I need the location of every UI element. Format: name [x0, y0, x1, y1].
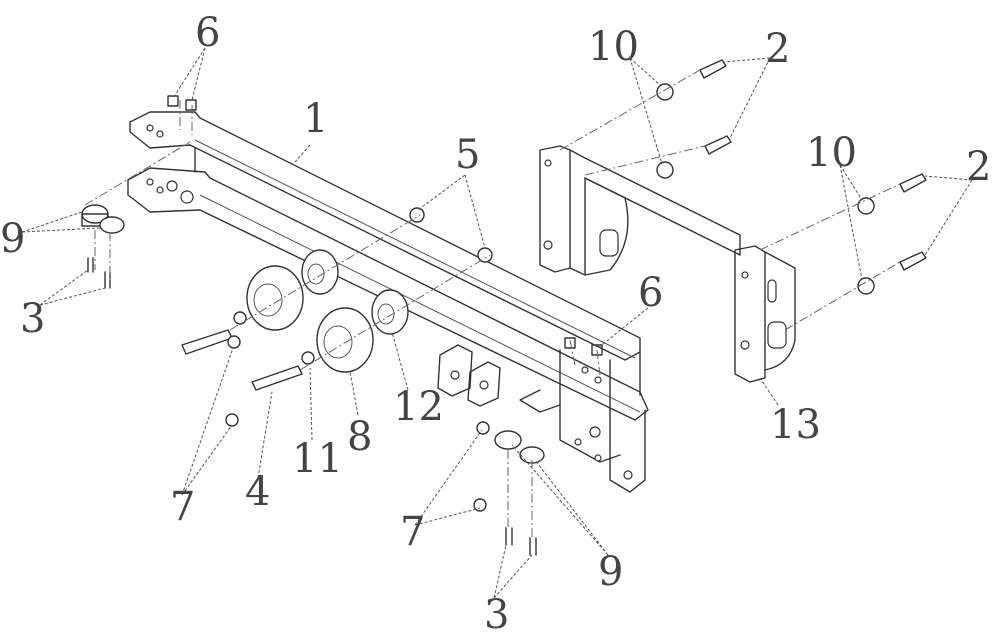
- callout-8: 8: [347, 414, 372, 460]
- callout-7-bottom: 7: [400, 509, 425, 555]
- callout-9-left: 9: [0, 216, 25, 262]
- callout-labels: 6 1 10 2 5 10 2 9 3 6 12 13 8 11 7 4 7 9…: [0, 10, 991, 638]
- callout-5: 5: [455, 132, 480, 178]
- callout-7-left: 7: [170, 484, 195, 530]
- rollers: [246, 249, 409, 373]
- callout-13: 13: [770, 402, 821, 448]
- callout-10-right: 10: [806, 130, 857, 176]
- leader-lines: [21, 47, 973, 599]
- callout-12: 12: [393, 384, 444, 430]
- callout-6-right: 6: [638, 270, 663, 316]
- assembly-center-lines: [84, 69, 901, 540]
- callout-9-bottom: 9: [598, 549, 623, 595]
- callout-10-left: 10: [588, 24, 639, 70]
- callout-1: 1: [303, 96, 328, 142]
- main-frame-rail: [127, 111, 649, 493]
- fasteners: [81, 59, 927, 556]
- callout-6-top: 6: [195, 10, 220, 56]
- callout-11: 11: [292, 436, 343, 482]
- callout-3-bottom: 3: [484, 592, 509, 638]
- rear-bracket: [539, 145, 796, 383]
- callout-2-right: 2: [966, 144, 991, 190]
- callout-2-left: 2: [765, 26, 790, 72]
- callout-3-left: 3: [20, 296, 45, 342]
- callout-4: 4: [245, 469, 270, 515]
